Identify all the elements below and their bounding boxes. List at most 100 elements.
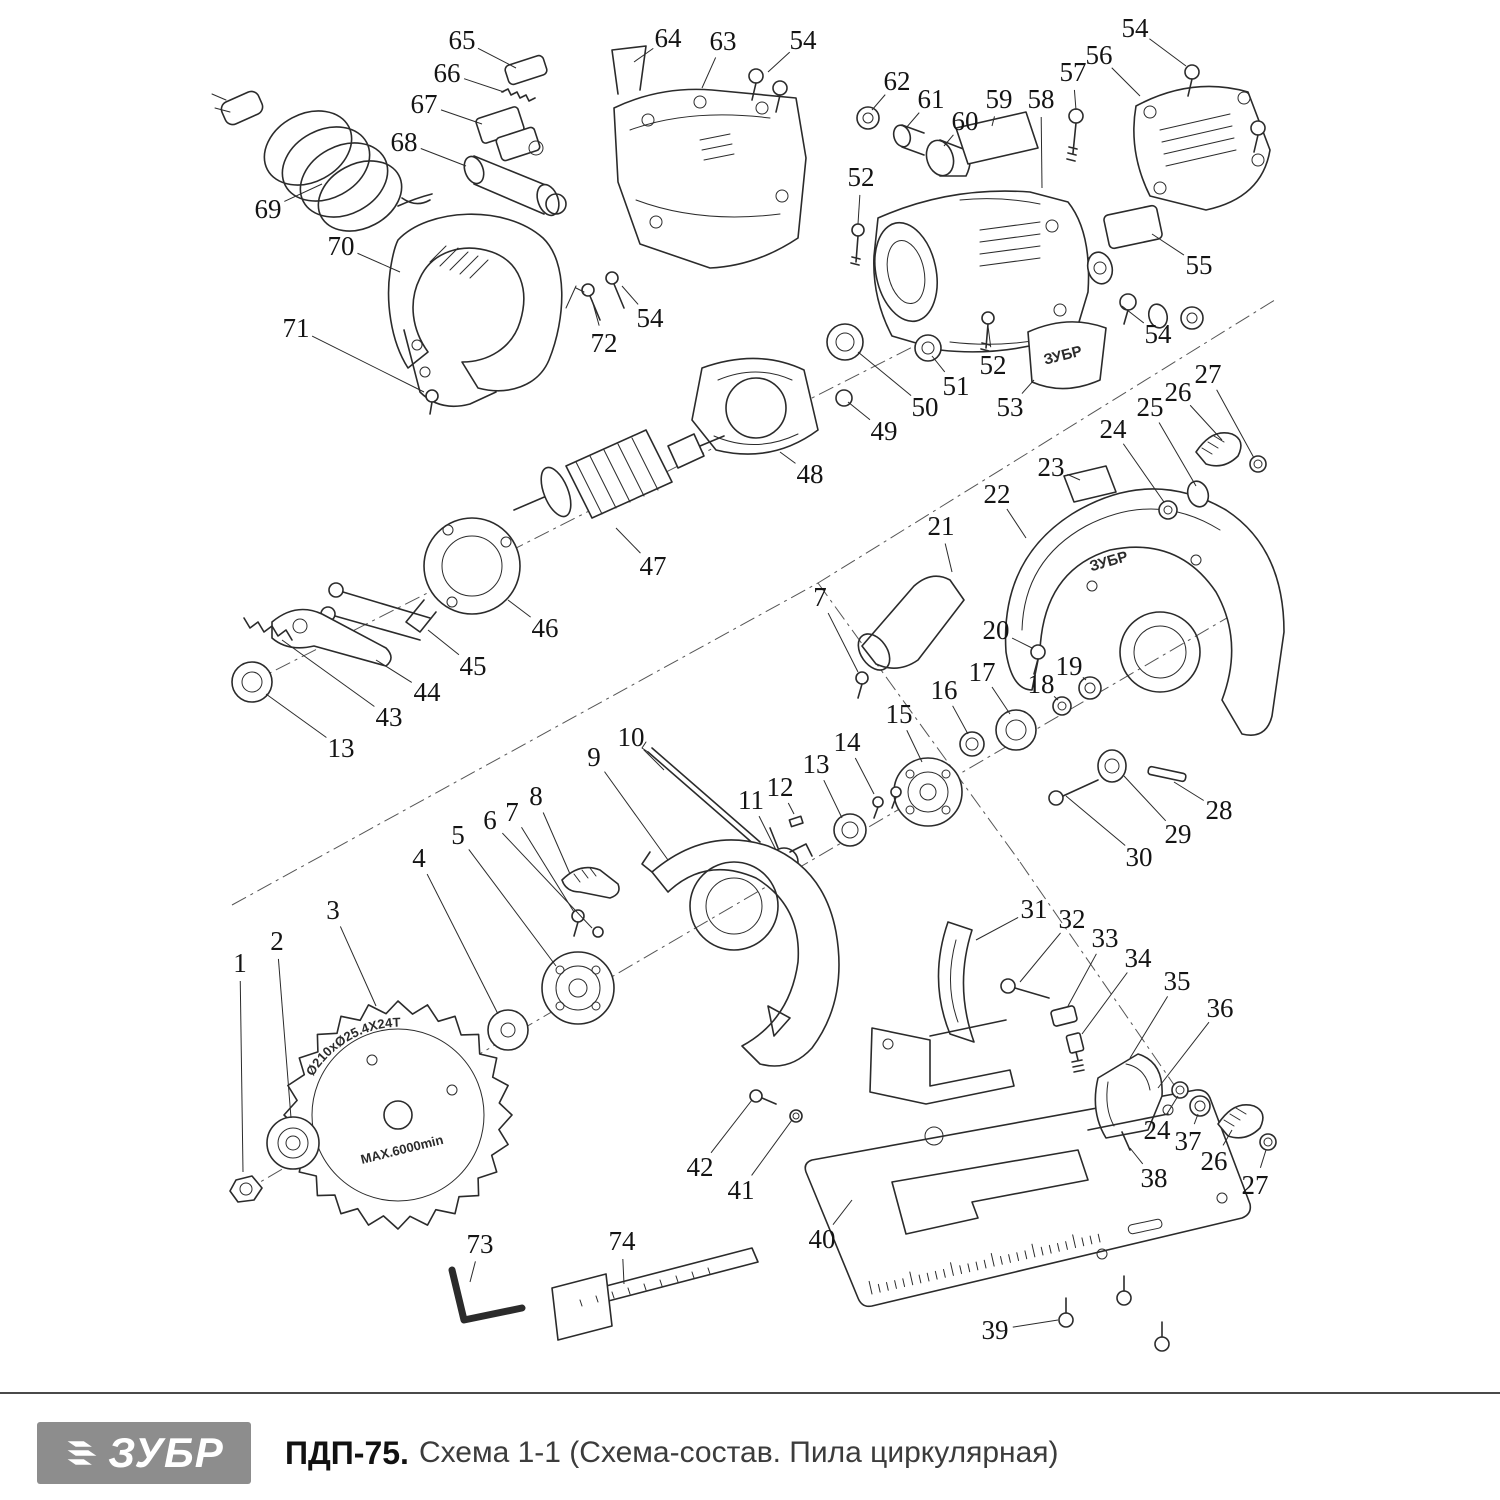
leader-line	[501, 832, 593, 929]
part-label-22: 22	[984, 479, 1011, 509]
rip-fence	[551, 1247, 759, 1341]
part-label-59: 59	[986, 84, 1013, 114]
leader-line	[420, 148, 467, 167]
leader-line	[987, 325, 992, 348]
ruler-tick	[894, 1280, 897, 1289]
leader-line	[1082, 677, 1087, 681]
leader-line	[604, 771, 669, 861]
hex-key	[448, 1266, 526, 1324]
part-label-27: 27	[1242, 1170, 1269, 1200]
part-label-27: 27	[1195, 359, 1222, 389]
bevel-bracket	[1087, 1053, 1169, 1139]
part-label-29: 29	[1165, 819, 1192, 849]
part-label-26: 26	[1165, 377, 1192, 407]
leader-line	[440, 109, 483, 125]
part-label-4: 4	[412, 843, 426, 873]
leader-line	[643, 749, 665, 771]
leader-line	[1067, 953, 1097, 1007]
leader-line	[1216, 389, 1255, 459]
parts-24-27-bottom	[1121, 1081, 1277, 1151]
base-plate	[804, 1089, 1252, 1308]
ruler-tick	[909, 1271, 914, 1286]
switch-box	[1103, 204, 1163, 250]
spindle-washers	[855, 644, 1102, 827]
leader-line	[281, 639, 375, 707]
bearings-49-51	[826, 323, 942, 407]
part-label-47: 47	[640, 551, 667, 581]
part-label-18: 18	[1028, 669, 1055, 699]
part-label-24: 24	[1100, 414, 1128, 444]
ruler-tick	[902, 1278, 906, 1288]
bearing-housing-ring	[405, 517, 521, 633]
main-handle	[387, 213, 563, 408]
leader-line	[1019, 932, 1061, 983]
screws-54-top	[748, 68, 788, 113]
ruler-tick	[1031, 1243, 1036, 1258]
part-label-15: 15	[886, 699, 913, 729]
leader-line	[507, 599, 531, 618]
screws-39	[1058, 1275, 1170, 1352]
leader-line	[521, 827, 575, 913]
part-label-40: 40	[809, 1224, 836, 1254]
leader-line	[468, 849, 557, 967]
ruler-tick	[877, 1283, 881, 1293]
leader-line	[823, 780, 843, 819]
part-label-2: 2	[270, 926, 284, 956]
leader-line	[463, 78, 505, 93]
lock-pin-10	[641, 741, 761, 847]
part-label-60: 60	[952, 106, 979, 136]
part-label-62: 62	[884, 66, 911, 96]
ruler-tick	[1065, 1241, 1068, 1250]
leader-line	[339, 926, 377, 1007]
ruler-tick	[934, 1270, 938, 1280]
part-label-48: 48	[797, 459, 824, 489]
part-label-41: 41	[728, 1175, 755, 1205]
part-label-6: 6	[483, 805, 497, 835]
ruler-tick	[1097, 1233, 1101, 1243]
ruler-tick	[959, 1265, 963, 1275]
leader-line	[1067, 473, 1081, 481]
screws-6-7	[571, 909, 604, 938]
leader-line	[943, 134, 954, 147]
ruler-tick	[886, 1281, 889, 1291]
rear-cover	[1133, 85, 1271, 211]
part-label-14: 14	[834, 727, 862, 757]
parts-23-27-top	[1063, 432, 1267, 520]
leader-line	[1129, 996, 1169, 1059]
part-label-56: 56	[1086, 40, 1113, 70]
leader-line	[477, 47, 517, 69]
outer-flange	[266, 1116, 320, 1170]
leader-line	[1129, 1147, 1144, 1165]
ruler-tick	[918, 1274, 922, 1284]
guard-lever	[561, 866, 620, 899]
part-label-31: 31	[1021, 894, 1048, 924]
leader-line	[284, 183, 323, 202]
screws-41-42	[749, 1089, 803, 1123]
part-label-38: 38	[1141, 1163, 1168, 1193]
zubr-logo-icon	[67, 1441, 97, 1465]
leader-line	[357, 252, 401, 273]
part-label-54: 54	[637, 303, 665, 333]
screw-57	[1066, 108, 1084, 162]
ruler-tick	[926, 1272, 930, 1282]
spindle-gear-parts	[769, 786, 902, 877]
part-label-33: 33	[1092, 923, 1119, 953]
part-label-20: 20	[983, 615, 1010, 645]
part-label-53: 53	[997, 392, 1024, 422]
motor-housing-top	[613, 88, 807, 269]
part-label-46: 46	[532, 613, 559, 643]
leader-line	[854, 757, 875, 795]
part-label-61: 61	[918, 84, 945, 114]
leader-line	[311, 335, 425, 393]
part-label-68: 68	[391, 127, 418, 157]
part-label-72: 72	[591, 328, 618, 358]
ruler-tick	[1081, 1237, 1085, 1247]
ruler-tick	[943, 1268, 946, 1278]
ruler-tick	[1072, 1234, 1077, 1249]
part-label-45: 45	[460, 651, 487, 681]
leader-line	[1173, 781, 1204, 801]
ruler-tick	[967, 1263, 971, 1273]
part-label-17: 17	[969, 657, 996, 687]
